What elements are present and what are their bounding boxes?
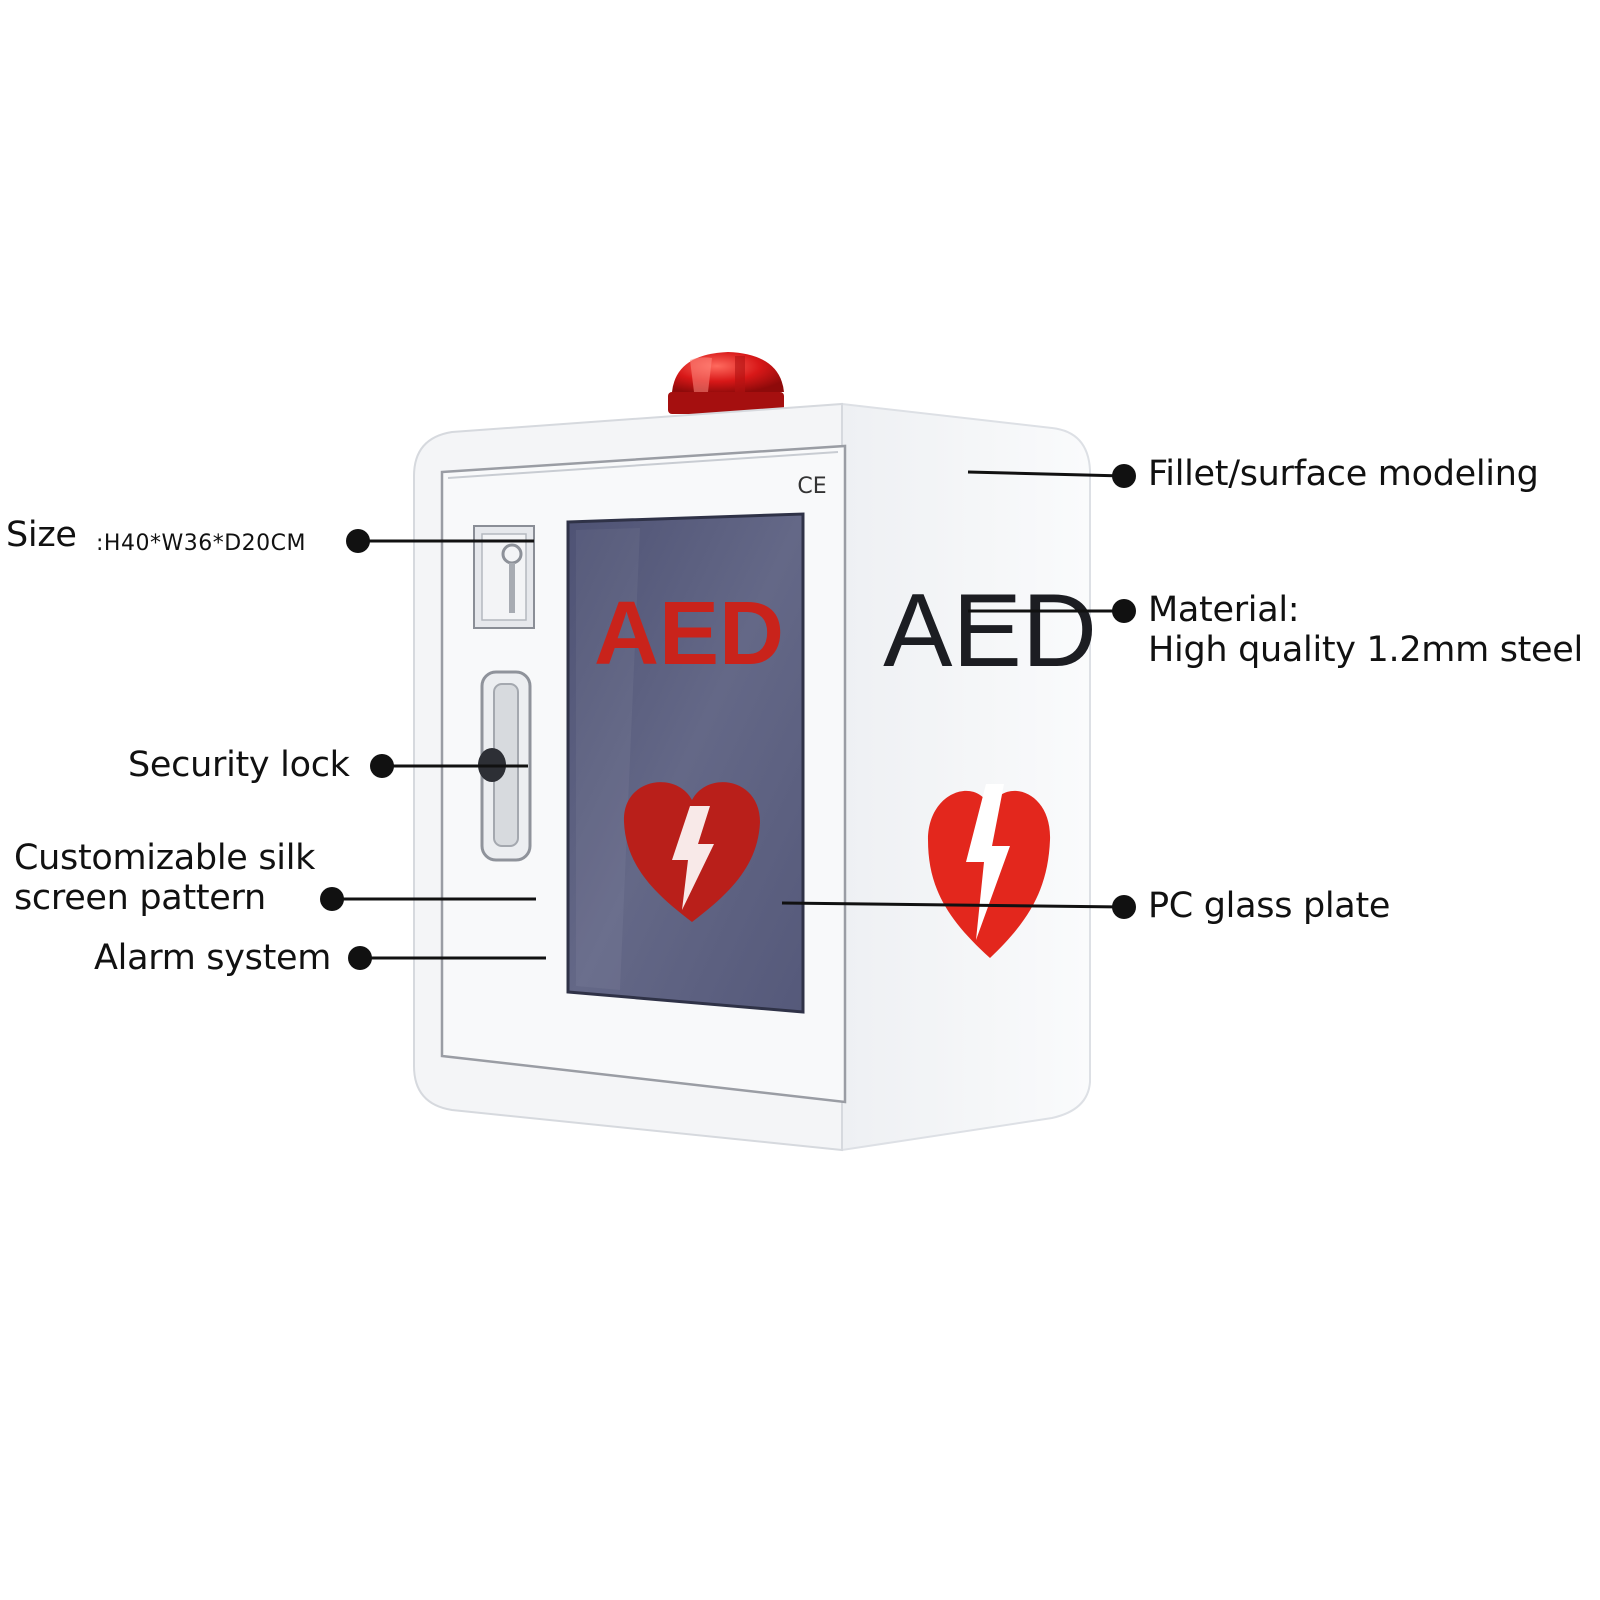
alarm-system-label: Alarm system: [94, 938, 332, 978]
material-label-line2: High quality 1.2mm steel: [1148, 630, 1583, 670]
front-aed-sign: AED: [594, 584, 784, 684]
callout-dot-material: [1112, 599, 1136, 623]
callout-dots: [320, 464, 1136, 970]
callout-line-pc-glass: [781, 901, 1125, 909]
callout-dot-alarm-system: [348, 946, 372, 970]
alarm-lamp: [668, 352, 784, 414]
ce-mark: CE: [797, 474, 826, 499]
security-lock-label: Security lock: [128, 745, 350, 785]
callout-dot-silk-screen: [320, 887, 344, 911]
callout-lines: [332, 470, 1125, 960]
pc-glass-window: [566, 512, 805, 1014]
key-box: [473, 525, 535, 629]
side-aed-sign: AED: [883, 573, 1097, 689]
front-heart-icon: [623, 782, 760, 922]
callout-dot-size: [346, 529, 370, 553]
pc-glass-label: PC glass plate: [1148, 886, 1391, 926]
callout-dot-pc-glass: [1112, 895, 1136, 919]
silk-screen-label-line2: screen pattern: [14, 878, 266, 918]
material-label-line1: Material:: [1148, 590, 1300, 630]
callout-dot-security-lock: [370, 754, 394, 778]
fillet-label: Fillet/surface modeling: [1148, 454, 1539, 494]
silk-screen-label-line1: Customizable silk: [14, 838, 316, 878]
size-value: :H40*W36*D20CM: [96, 531, 306, 556]
callout-line-fillet: [967, 470, 1125, 478]
side-heart-icon: [928, 784, 1051, 958]
callout-dot-fillet: [1112, 464, 1136, 488]
size-label: Size: [6, 515, 77, 555]
